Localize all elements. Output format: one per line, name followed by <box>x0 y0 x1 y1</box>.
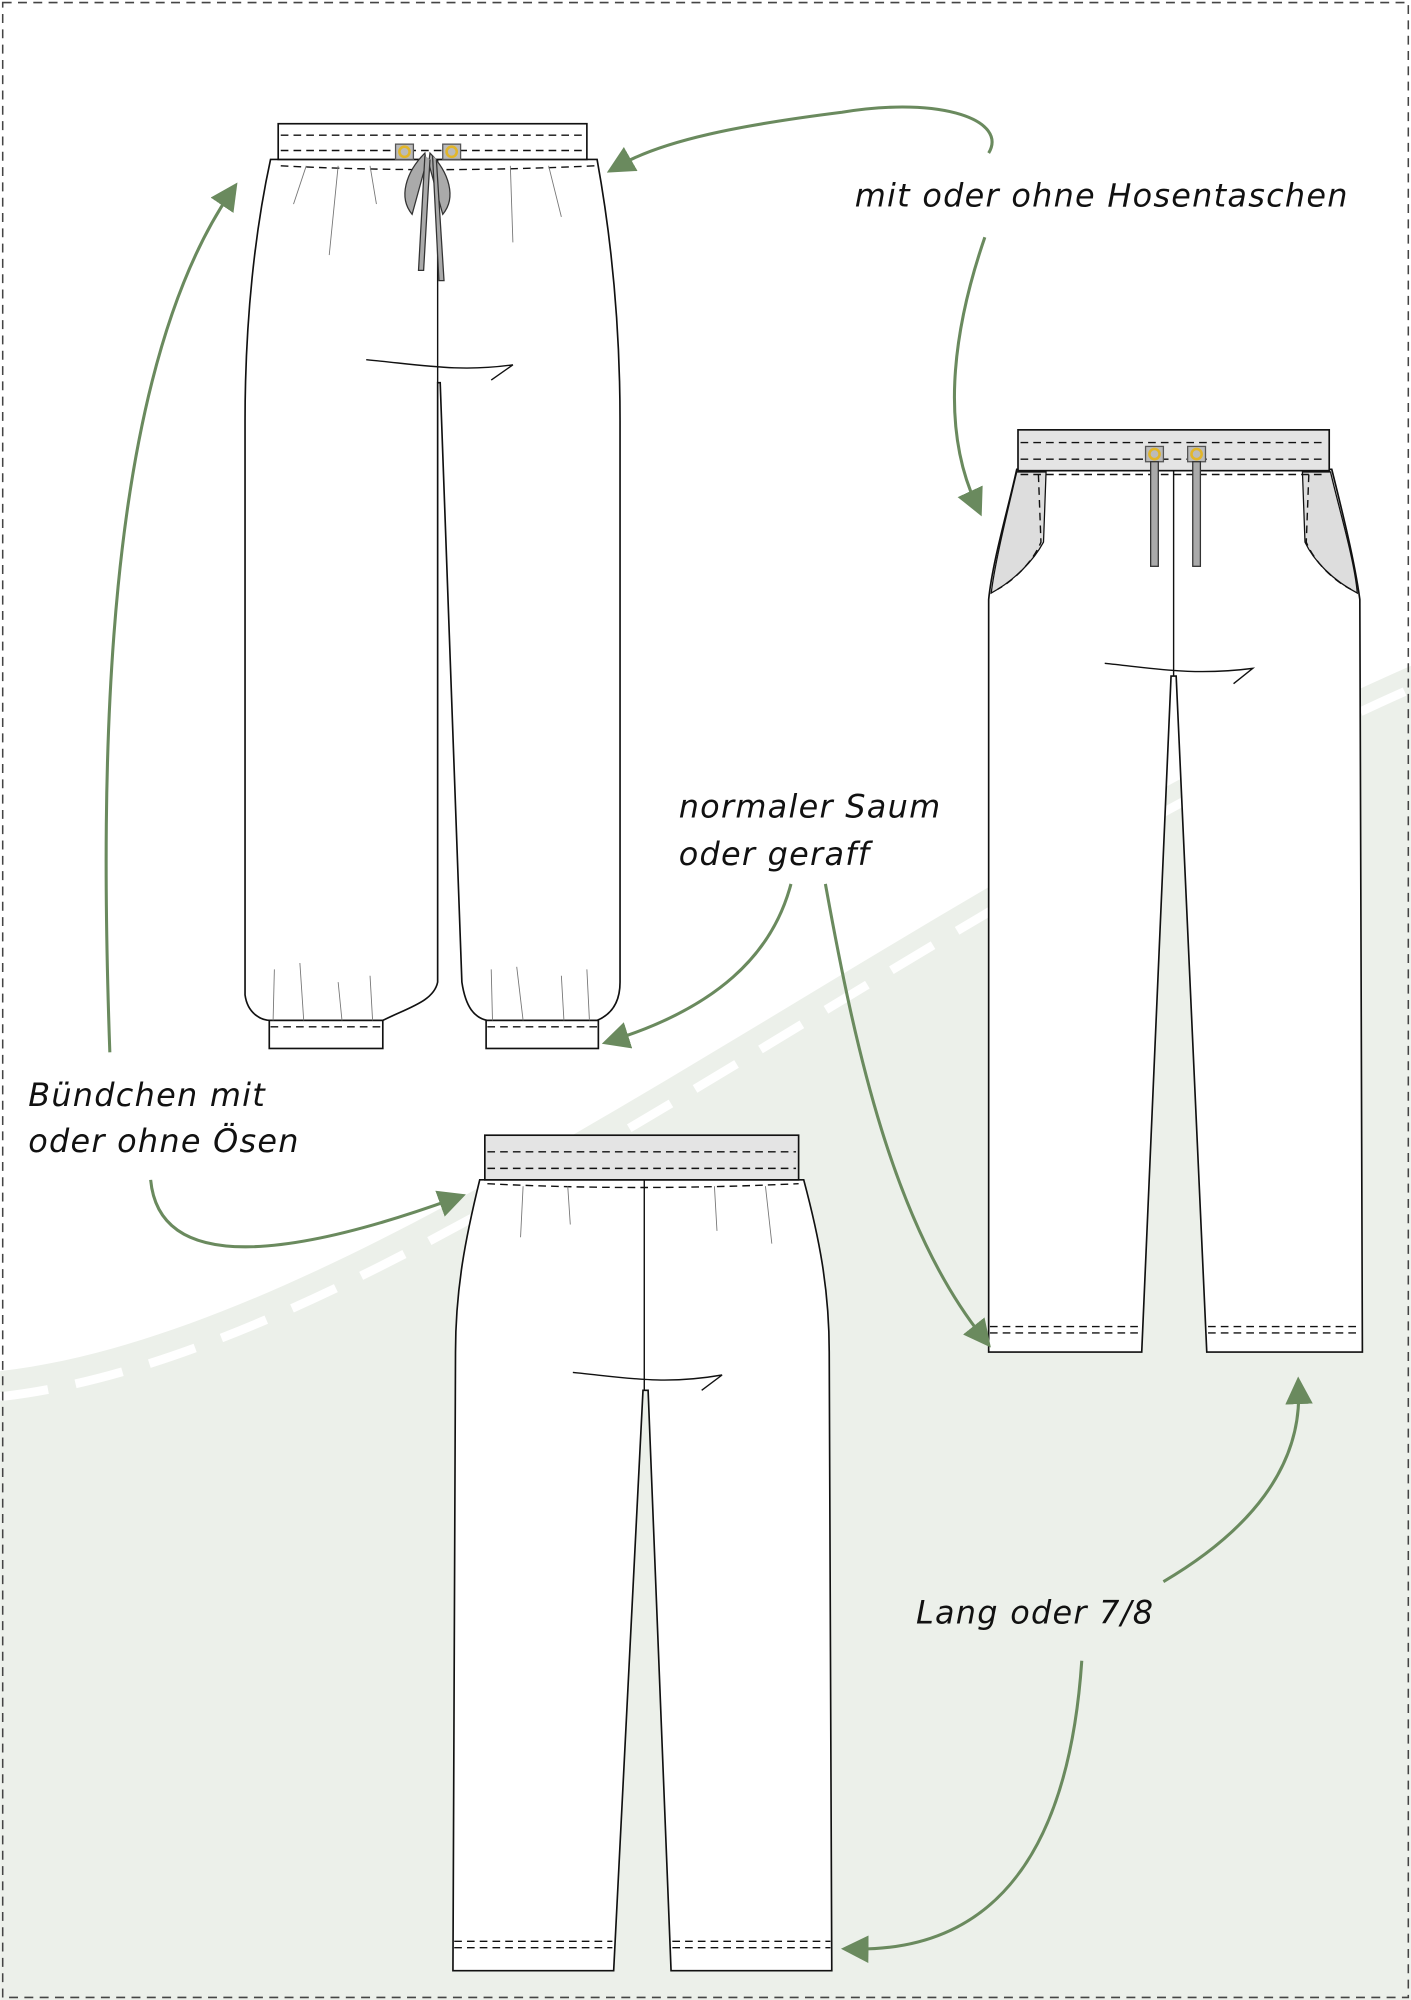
label-hem-line1: normaler Saum <box>679 788 942 826</box>
drawstring-icon <box>394 143 462 282</box>
background-dashed-line <box>0 684 1411 1402</box>
jogger-pants-drawing <box>244 122 621 1050</box>
label-cuff-line1: Bündchen mit <box>28 1076 266 1114</box>
pocket-pants-drawing <box>987 429 1364 1353</box>
drawstring-icon <box>1144 445 1207 567</box>
label-pockets: mit oder ohne Hosentaschen <box>855 177 1349 215</box>
label-hem-line2: oder geraff <box>679 835 874 873</box>
annotation-arrows <box>104 105 1313 1963</box>
label-cuff-line2: oder ohne Ösen <box>28 1122 300 1160</box>
plain-pants-drawing <box>452 1134 833 1972</box>
label-length: Lang oder 7/8 <box>916 1594 1154 1632</box>
